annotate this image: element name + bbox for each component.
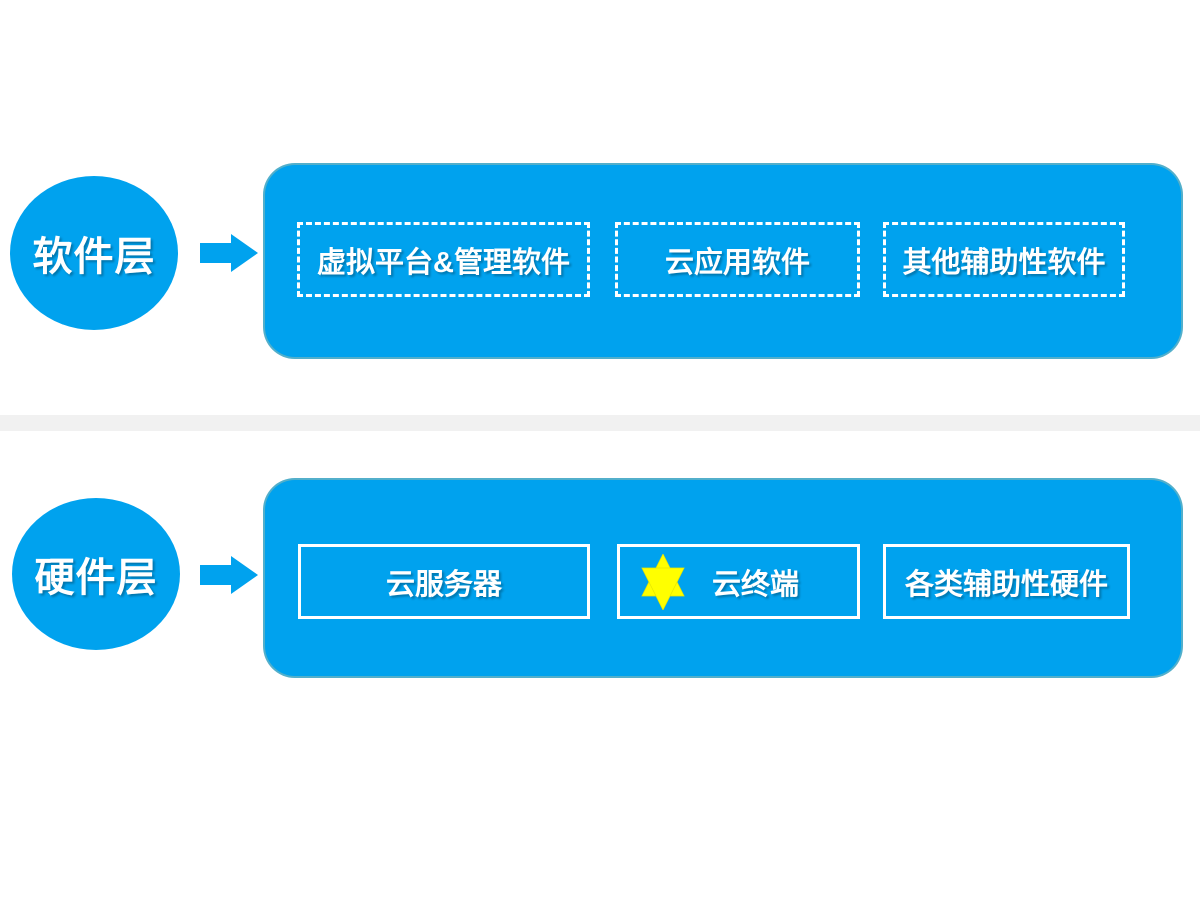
- hardware-item-cloud-server-label: 云服务器: [385, 568, 502, 601]
- arrow-right-icon: [200, 234, 258, 272]
- software-item-virtual-platform-label: 虚拟平台&管理软件: [317, 246, 570, 279]
- software-layer-badge: 软件层: [10, 176, 178, 330]
- hardware-layer-label: 硬件层: [34, 556, 158, 600]
- section-divider-band: [0, 415, 1200, 431]
- arrow-right-icon: [200, 556, 258, 594]
- star-icon: [641, 553, 685, 610]
- software-item-other-software: 其他辅助性软件: [883, 222, 1125, 297]
- hardware-layer-panel: 云服务器 云终端 各类辅助性硬件: [263, 478, 1183, 678]
- hardware-item-cloud-terminal-label: 云终端: [711, 568, 799, 601]
- software-item-other-software-label: 其他辅助性软件: [902, 246, 1106, 279]
- hardware-item-other-hardware: 各类辅助性硬件: [883, 544, 1130, 619]
- software-layer-panel: 虚拟平台&管理软件 云应用软件 其他辅助性软件: [263, 163, 1183, 359]
- hardware-item-cloud-terminal: 云终端: [617, 544, 860, 619]
- software-item-cloud-apps-label: 云应用软件: [664, 246, 810, 279]
- software-item-virtual-platform: 虚拟平台&管理软件: [297, 222, 590, 297]
- hardware-item-cloud-server: 云服务器: [298, 544, 590, 619]
- software-layer-label: 软件层: [32, 235, 156, 279]
- software-item-cloud-apps: 云应用软件: [615, 222, 860, 297]
- hardware-item-other-hardware-label: 各类辅助性硬件: [904, 568, 1108, 601]
- hardware-layer-badge: 硬件层: [12, 498, 180, 650]
